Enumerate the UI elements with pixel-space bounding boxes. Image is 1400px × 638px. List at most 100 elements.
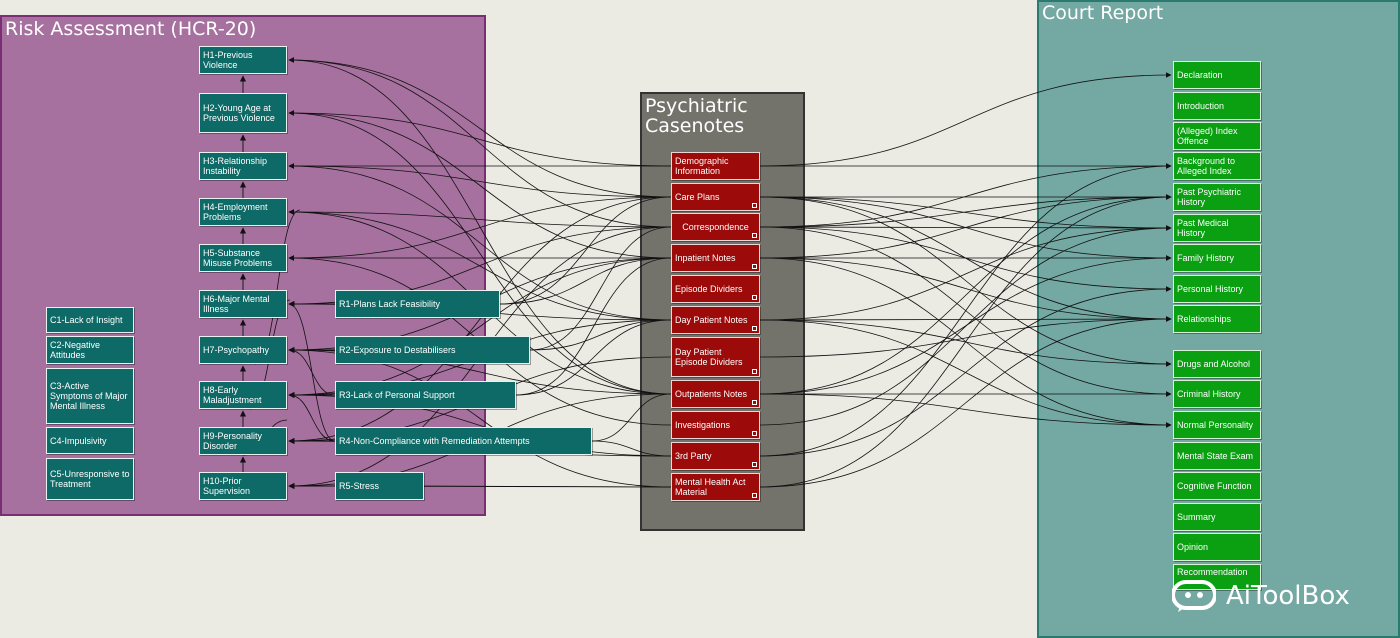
court-label: Recommendation: [1177, 567, 1248, 577]
r4-node[interactable]: R4-Non-Compliance with Remediation Attem…: [335, 427, 592, 455]
casenotes-title: Psychiatric Casenotes: [645, 96, 748, 136]
court-label: Criminal History: [1177, 389, 1241, 399]
court-label: Personal History: [1177, 284, 1244, 294]
casenote-inpatient[interactable]: Inpatient Notes: [671, 244, 760, 272]
casenote-correspondence[interactable]: Correspondence: [671, 213, 760, 241]
corner-icon: [752, 295, 757, 300]
court-past-psychiatric[interactable]: Past Psychiatric History: [1173, 183, 1261, 211]
court-family-history[interactable]: Family History: [1173, 244, 1261, 272]
court-label: Mental State Exam: [1177, 451, 1254, 461]
c3-label: C3-Active Symptoms of Major Mental Illne…: [50, 381, 128, 411]
h3-node[interactable]: H3-Relationship Instability: [199, 152, 287, 180]
casenote-day-patient[interactable]: Day Patient Notes: [671, 306, 760, 334]
c2-node[interactable]: C2-Negative Attitudes: [46, 336, 134, 364]
court-summary[interactable]: Summary: [1173, 503, 1261, 531]
h4-label: H4-Employment Problems: [203, 202, 268, 222]
casenote-episode-dividers[interactable]: Episode Dividers: [671, 275, 760, 303]
court-label: Declaration: [1177, 70, 1223, 80]
casenote-investigations[interactable]: Investigations: [671, 411, 760, 439]
casenote-3rd-party[interactable]: 3rd Party: [671, 442, 760, 470]
h8-node[interactable]: H8-Early Maladjustment: [199, 381, 287, 409]
court-label: Past Medical History: [1177, 218, 1229, 238]
c2-label: C2-Negative Attitudes: [50, 340, 101, 360]
court-label: Normal Personality: [1177, 420, 1254, 430]
r3-label: R3-Lack of Personal Support: [339, 390, 455, 400]
corner-icon: [752, 400, 757, 405]
h9-node[interactable]: H9-Personality Disorder: [199, 427, 287, 455]
court-past-medical[interactable]: Past Medical History: [1173, 214, 1261, 242]
court-label: Summary: [1177, 512, 1216, 522]
casenote-label: Mental Health Act Material: [675, 477, 746, 497]
court-label: Background to Alleged Index: [1177, 156, 1236, 176]
r2-node[interactable]: R2-Exposure to Destabilisers: [335, 336, 530, 364]
court-label: Drugs and Alcohol: [1177, 359, 1251, 369]
r2-label: R2-Exposure to Destabilisers: [339, 345, 456, 355]
h6-node[interactable]: H6-Major Mental Illness: [199, 290, 287, 318]
c4-label: C4-Impulsivity: [50, 435, 107, 446]
h7-label: H7-Psychopathy: [203, 345, 270, 355]
h2-node[interactable]: H2-Young Age at Previous Violence: [199, 93, 287, 133]
court-cognitive[interactable]: Cognitive Function: [1173, 472, 1261, 500]
corner-icon: [752, 462, 757, 467]
watermark-text: AiToolBox: [1226, 581, 1350, 611]
court-mental-state[interactable]: Mental State Exam: [1173, 442, 1261, 470]
h8-label: H8-Early Maladjustment: [203, 385, 262, 405]
h1-node[interactable]: H1-Previous Violence: [199, 46, 287, 74]
court-criminal-history[interactable]: Criminal History: [1173, 380, 1261, 408]
casenotes-title-line1: Psychiatric: [645, 95, 748, 117]
h9-label: H9-Personality Disorder: [203, 431, 263, 451]
h7-node[interactable]: H7-Psychopathy: [199, 336, 287, 364]
h5-node[interactable]: H5-Substance Misuse Problems: [199, 244, 287, 272]
h4-node[interactable]: H4-Employment Problems: [199, 198, 287, 226]
h6-label: H6-Major Mental Illness: [203, 294, 270, 314]
aitoolbox-watermark: AiToolBox: [1171, 576, 1350, 616]
court-drugs-alcohol[interactable]: Drugs and Alcohol: [1173, 350, 1261, 378]
casenote-label: Investigations: [675, 420, 731, 430]
c4-node[interactable]: C4-Impulsivity: [46, 427, 134, 454]
casenote-label: Episode Dividers: [675, 284, 743, 294]
court-label: Past Psychiatric History: [1177, 187, 1242, 207]
court-normal-personality[interactable]: Normal Personality: [1173, 411, 1261, 439]
risk-assessment-title: Risk Assessment (HCR-20): [5, 18, 257, 40]
c5-label: C5-Unresponsive to Treatment: [50, 469, 130, 489]
r1-label: R1-Plans Lack Feasibility: [339, 299, 441, 309]
court-relationships[interactable]: Relationships: [1173, 305, 1261, 333]
casenote-label: Outpatients Notes: [675, 389, 748, 399]
court-background[interactable]: Background to Alleged Index: [1173, 152, 1261, 180]
court-label: Opinion: [1177, 542, 1209, 552]
casenote-label: Correspondence: [682, 222, 749, 232]
corner-icon: [752, 493, 757, 498]
c5-node[interactable]: C5-Unresponsive to Treatment: [46, 458, 134, 500]
casenote-care-plans[interactable]: Care Plans: [671, 183, 760, 211]
court-opinion[interactable]: Opinion: [1173, 533, 1261, 561]
court-introduction[interactable]: Introduction: [1173, 92, 1261, 120]
casenote-demographic[interactable]: Demographic Information: [671, 152, 760, 180]
casenote-mha-material[interactable]: Mental Health Act Material: [671, 473, 760, 501]
court-recommendation[interactable]: Recommendation: [1173, 564, 1261, 590]
casenotes-title-line2: Casenotes: [645, 115, 745, 137]
corner-icon: [752, 326, 757, 331]
chat-bubble-icon: [1171, 580, 1217, 612]
r3-node[interactable]: R3-Lack of Personal Support: [335, 381, 516, 409]
court-index-offence[interactable]: (Alleged) Index Offence: [1173, 122, 1261, 150]
h10-node[interactable]: H10-Prior Supervision: [199, 472, 287, 500]
c3-node[interactable]: C3-Active Symptoms of Major Mental Illne…: [46, 368, 134, 424]
court-label: Relationships: [1177, 314, 1232, 324]
casenote-label: Inpatient Notes: [675, 253, 736, 263]
corner-icon: [752, 264, 757, 269]
c1-label: C1-Lack of Insight: [50, 315, 123, 325]
r5-node[interactable]: R5-Stress: [335, 472, 424, 500]
r5-label: R5-Stress: [339, 481, 380, 491]
court-declaration[interactable]: Declaration: [1173, 61, 1261, 89]
c1-node[interactable]: C1-Lack of Insight: [46, 307, 134, 333]
corner-icon: [752, 233, 757, 238]
casenote-label: Care Plans: [675, 192, 720, 202]
h2-label: H2-Young Age at Previous Violence: [203, 103, 275, 123]
casenote-day-patient-episode[interactable]: Day Patient Episode Dividers: [671, 337, 760, 377]
h3-label: H3-Relationship Instability: [203, 156, 268, 176]
casenote-outpatients[interactable]: Outpatients Notes: [671, 380, 760, 408]
court-personal-history[interactable]: Personal History: [1173, 275, 1261, 303]
r4-label: R4-Non-Compliance with Remediation Attem…: [339, 436, 530, 446]
r1-node[interactable]: R1-Plans Lack Feasibility: [335, 290, 500, 318]
court-report-title: Court Report: [1042, 2, 1164, 24]
